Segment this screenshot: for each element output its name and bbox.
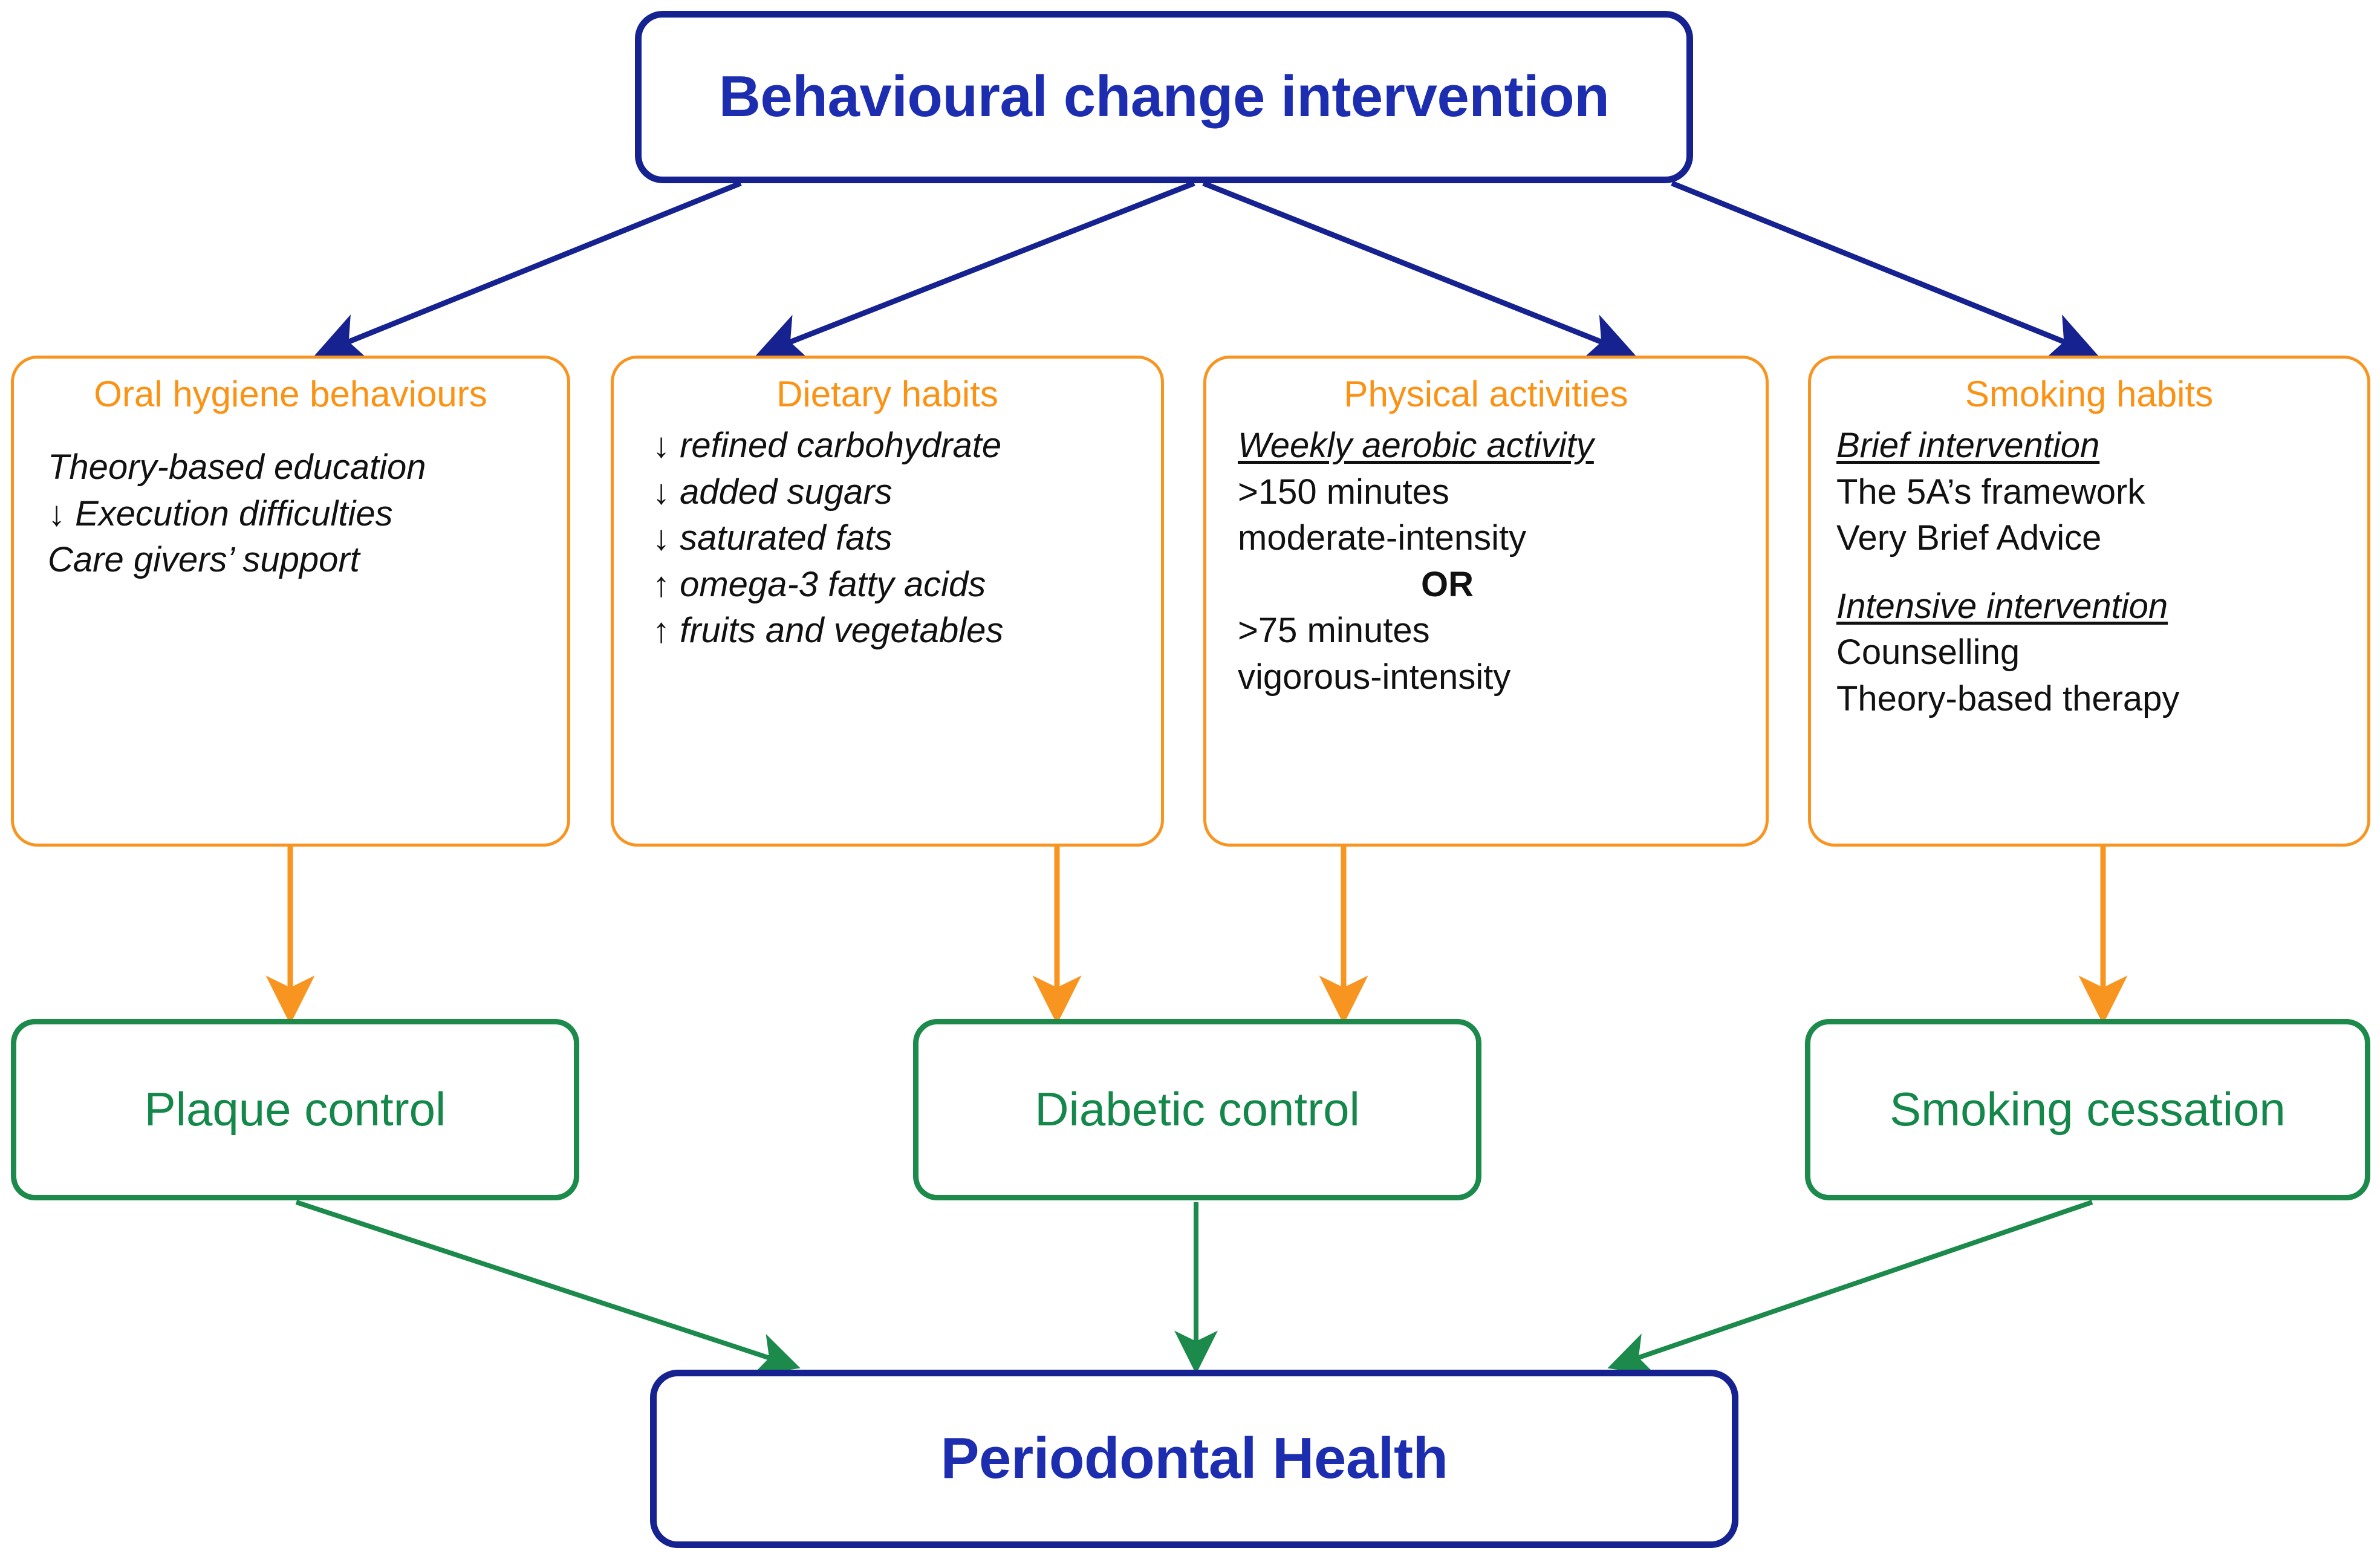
body-line: Intensive intervention — [1836, 586, 2168, 626]
body-line: Care givers’ support — [48, 540, 360, 580]
body-line: Weekly aerobic activity — [1238, 426, 1594, 465]
body-line: Brief intervention — [1836, 426, 2100, 465]
node-dietary-habits[interactable]: Dietary habits ↓ refined carbohydrate ↓ … — [611, 356, 1164, 847]
body-line: ↓ refined carbohydrate — [652, 426, 1002, 465]
node-title: Plaque control — [144, 1082, 446, 1136]
node-body: Brief intervention The 5A’s framework Ve… — [1811, 423, 2367, 722]
body-line: Theory-based therapy — [1836, 678, 2180, 718]
edge-root-to-physical-activities — [1202, 180, 1636, 360]
node-body: Theory-based education ↓ Execution diffi… — [14, 423, 567, 584]
node-body: Weekly aerobic activity >150 minutes mod… — [1206, 423, 1766, 700]
body-line: OR — [1421, 564, 1474, 604]
node-plaque-control[interactable]: Plaque control — [11, 1019, 579, 1200]
edge-root-to-smoking-habits — [1671, 180, 2099, 360]
body-line: ↑ omega-3 fatty acids — [652, 564, 986, 604]
edge-root-to-dietary-habits — [755, 180, 1195, 360]
node-diabetic-control[interactable]: Diabetic control — [913, 1019, 1481, 1200]
body-line: ↓ saturated fats — [652, 518, 892, 558]
body-line: ↓ Execution difficulties — [48, 493, 393, 533]
body-line: >150 minutes — [1238, 472, 1449, 512]
node-oral-hygiene-behaviours[interactable]: Oral hygiene behaviours Theory-based edu… — [11, 356, 570, 847]
body-line: Very Brief Advice — [1836, 518, 2102, 558]
body-line: The 5A’s framework — [1836, 472, 2145, 512]
body-line: >75 minutes — [1238, 611, 1430, 651]
spacer — [48, 423, 567, 444]
edge-root-to-oral-hygiene — [314, 180, 742, 360]
node-smoking-cessation[interactable]: Smoking cessation — [1805, 1019, 2370, 1200]
node-title: Dietary habits — [776, 374, 998, 414]
body-line: vigorous-intensity — [1238, 657, 1511, 697]
node-title: Smoking cessation — [1890, 1082, 2286, 1136]
body-line: Counselling — [1836, 633, 2020, 672]
node-title: Diabetic control — [1035, 1082, 1360, 1136]
node-periodontal-health[interactable]: Periodontal Health — [650, 1370, 1738, 1548]
node-behavioural-change-intervention[interactable]: Behavioural change intervention — [635, 11, 1693, 183]
node-title: Physical activities — [1344, 374, 1628, 414]
edge-plaque-control-to-periodontal-health — [295, 1200, 801, 1376]
node-title: Smoking habits — [1965, 374, 2214, 414]
node-body: ↓ refined carbohydrate ↓ added sugars ↓ … — [614, 423, 1161, 654]
node-title: Behavioural change intervention — [718, 64, 1610, 129]
node-title: Oral hygiene behaviours — [94, 374, 487, 414]
node-physical-activities[interactable]: Physical activities Weekly aerobic activ… — [1203, 356, 1769, 847]
spacer — [1836, 562, 2367, 584]
body-line: ↓ added sugars — [652, 472, 892, 512]
body-line: moderate-intensity — [1238, 518, 1527, 558]
node-smoking-habits[interactable]: Smoking habits Brief intervention The 5A… — [1808, 356, 2370, 847]
body-line: ↑ fruits and vegetables — [652, 611, 1004, 651]
edge-smoking-cessation-to-periodontal-health — [1607, 1200, 2093, 1375]
node-title: Periodontal Health — [940, 1426, 1448, 1491]
body-line: Theory-based education — [48, 447, 426, 487]
